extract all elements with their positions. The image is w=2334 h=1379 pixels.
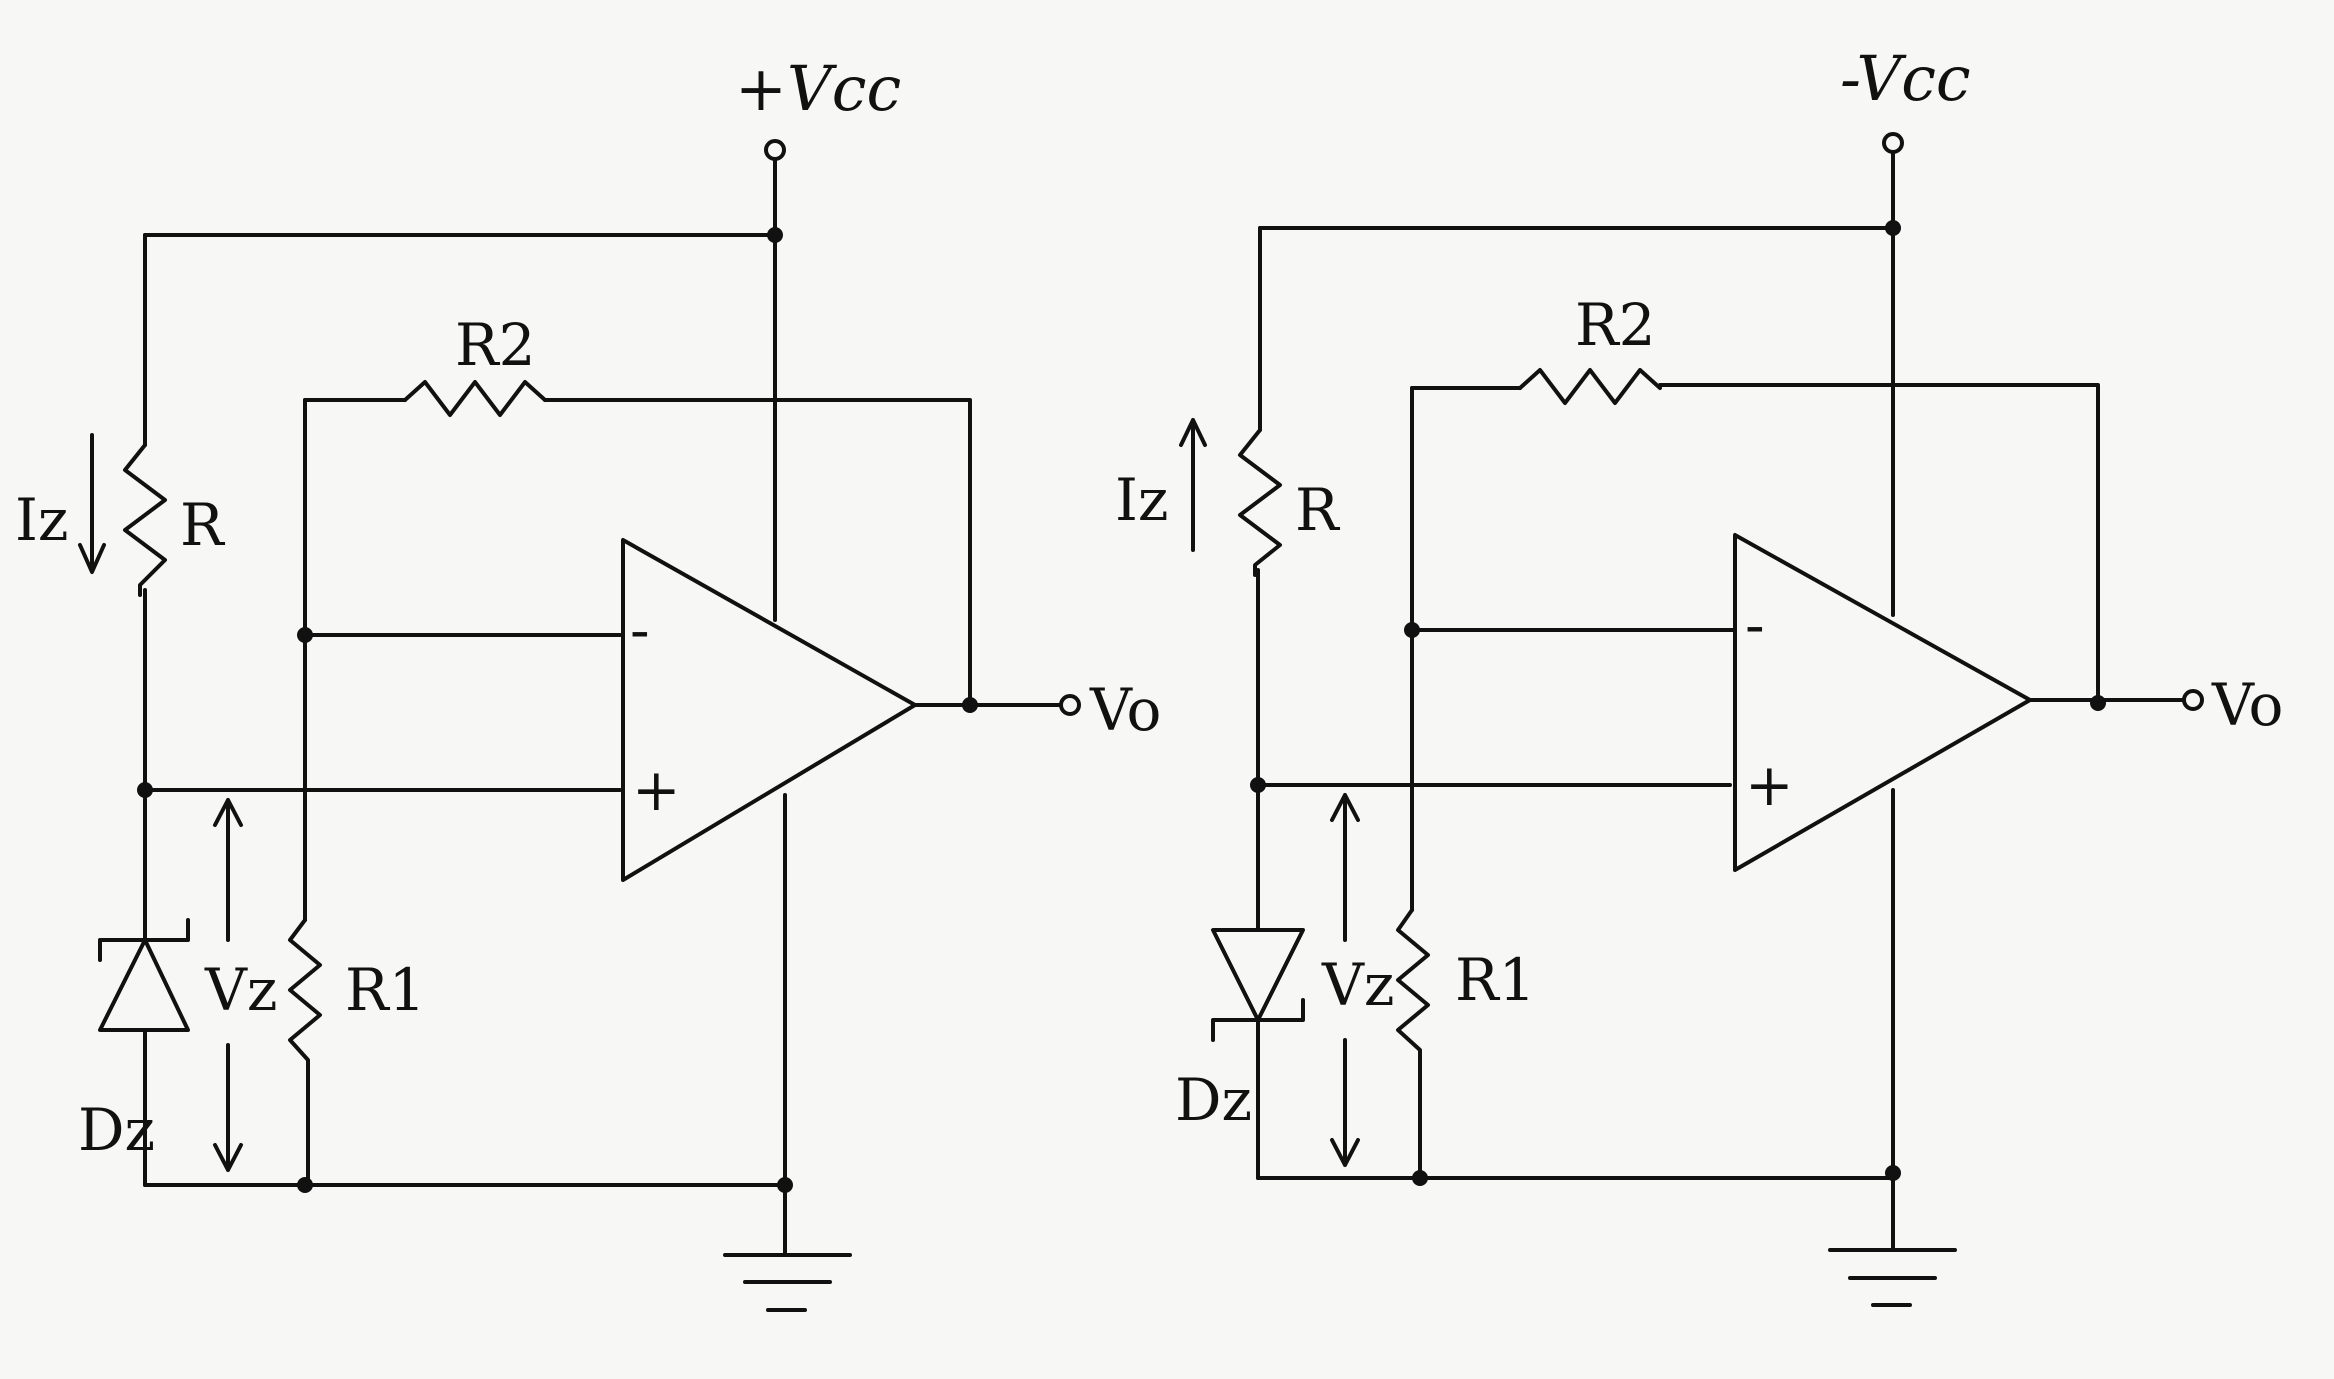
resistor-r1-label: R1 [1455,946,1536,1014]
circuit-right: -Vcc R Iz Dz Vz R1 R2 - + [1115,42,2283,1307]
junction-dot [962,697,978,713]
vz-arrow [213,798,243,1172]
vz-arrow [1330,793,1360,1167]
current-label: Iz [1115,466,1168,534]
opamp [621,538,917,882]
vz-label: Vz [204,956,277,1024]
zener-label: Dz [1175,1066,1252,1134]
vcc-label: -Vcc [1840,42,1971,115]
resistor-r1-label: R1 [345,956,426,1024]
r2-right-wire [543,398,972,707]
output-label: Vo [2211,671,2283,739]
vz-label: Vz [1321,951,1394,1019]
opamp-noninv-label: + [632,756,681,824]
output-label: Vo [1089,676,1161,744]
junction-dot [297,1177,313,1193]
current-label: Iz [15,486,68,554]
r2-right-wire [1658,383,2100,707]
resistor-r2 [403,380,547,417]
opamp [1733,533,2032,872]
vcc-label: +Vcc [735,52,901,125]
opamp-inv-label: - [630,596,650,664]
zener-label: Dz [78,1096,155,1164]
resistor-r [1238,428,1282,577]
ground-symbol [723,1253,852,1312]
ground-symbol [1828,1248,1957,1307]
junction-dot [1885,220,1901,236]
resistor-r2 [1518,368,1662,405]
zener-diode [98,918,190,1032]
resistor-r1 [288,918,322,1187]
opamp-noninv-label: + [1745,751,1794,819]
vcc-terminal [1882,132,1904,154]
junction-dot [767,227,783,243]
circuit-left: +Vcc R Iz Dz Vz R1 [15,52,1161,1312]
junction-dot [2090,695,2106,711]
resistor-r [123,443,167,597]
resistor-r2-label: R2 [455,311,536,379]
output-terminal [2182,689,2204,711]
resistor-r-label: R [1295,476,1341,544]
resistor-r2-label: R2 [1575,291,1656,359]
vcc-terminal [764,139,786,161]
opamp-inv-label: - [1745,591,1765,659]
current-arrow [1179,418,1207,552]
resistor-r1 [1396,908,1430,1180]
resistor-r-label: R [180,491,226,559]
output-terminal [1059,694,1081,716]
current-arrow [78,433,106,574]
